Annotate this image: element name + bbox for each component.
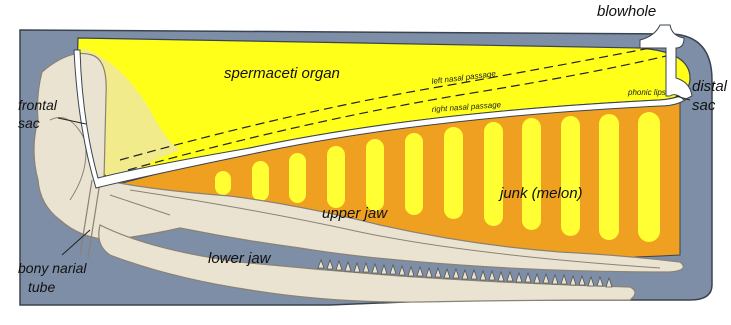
label-spermaceti-organ: spermaceti organ — [224, 65, 340, 82]
label-phonic-lips: phonic lips — [627, 88, 666, 97]
label-frontal-sac-line2: sac — [18, 115, 40, 131]
label-blowhole: blowhole — [597, 3, 656, 20]
label-distal-sac-line1: distal — [692, 78, 728, 95]
label-distal-sac-line2: sac — [692, 97, 716, 114]
label-upper-jaw: upper jaw — [322, 205, 388, 222]
label-junk: junk (melon) — [498, 185, 583, 202]
label-lower-jaw: lower jaw — [208, 250, 272, 267]
label-bony-narial-tube-line1: bony narial — [18, 260, 87, 276]
label-frontal-sac-line1: frontal — [18, 97, 58, 113]
label-bony-narial-tube-line2: tube — [28, 279, 55, 295]
